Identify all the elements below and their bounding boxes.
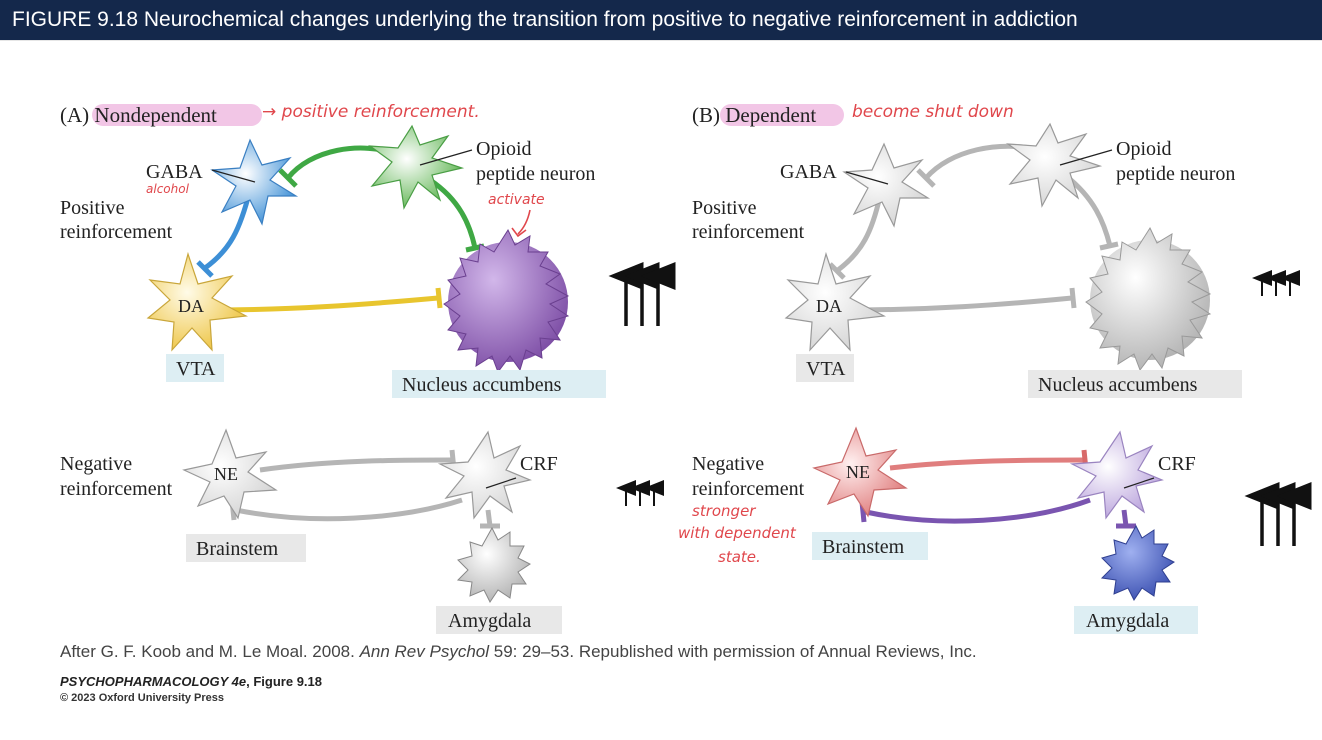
nacc-neuron (443, 228, 570, 374)
ne-label-b: NE (846, 462, 870, 482)
gaba-note: alcohol (146, 182, 190, 196)
amygdala-label-a: Amygdala (448, 610, 531, 632)
opioid-axon-nacc-b (1064, 174, 1113, 247)
amygdala-box-b (1074, 606, 1198, 634)
positive-arrows-b (1252, 270, 1300, 296)
vta-box (166, 354, 224, 382)
opioid-axon-nacc (428, 177, 478, 249)
activate-arrow (517, 209, 531, 235)
crf-leader-a (485, 477, 517, 489)
panel-b-note: become shut down (852, 102, 1014, 122)
opioid-label-b-1: Opioid (1116, 138, 1172, 160)
brainstem-box-b (812, 532, 928, 560)
amygdala-neuron-a (456, 526, 531, 603)
caption-prefix: After G. F. Koob and M. Le Moal. 2008. (60, 642, 360, 661)
vta-label-b: VTA (806, 358, 846, 380)
amygdala-box-a (436, 606, 562, 634)
positive-label-1: Positive (60, 197, 125, 219)
panel-a: (A) Nondependent → positive reinforcemen… (60, 102, 676, 634)
brainstem-box-a (186, 534, 306, 562)
da-neuron (146, 251, 249, 352)
opioid-label-2: peptide neuron (476, 163, 595, 185)
opioid-terminal-gaba (278, 168, 298, 188)
panel-a-note: → positive reinforcement. (262, 102, 480, 122)
figure-ref: , Figure 9.18 (246, 674, 323, 689)
crf-neuron-a (437, 430, 532, 520)
da-label: DA (178, 296, 204, 316)
negative-label-2: reinforcement (60, 478, 173, 500)
panel-b: (B) Dependent become shut down GABA Opio… (678, 102, 1312, 634)
book-title: PSYCHOPHARMACOLOGY 4e (60, 674, 247, 689)
label-highlight-b (720, 104, 844, 126)
crf-label-b: CRF (1158, 453, 1196, 475)
crf-leader-b (1123, 477, 1155, 489)
ne-neuron-b (812, 426, 908, 518)
crf-axon-a (235, 497, 463, 522)
negative-label-b-1: Negative (692, 453, 764, 475)
nacc-box (392, 370, 606, 398)
caption-journal: Ann Rev Psychol (359, 642, 490, 661)
gaba-leader (211, 169, 256, 183)
figure-title: FIGURE 9.18 Neurochemical changes underl… (0, 0, 1322, 40)
opioid-label-1: Opioid (476, 138, 532, 160)
opioid-leader (419, 149, 473, 166)
negative-note-b-2: with dependent (678, 524, 797, 542)
figure-caption: After G. F. Koob and M. Le Moal. 2008. A… (60, 642, 977, 662)
positive-arrows-a (608, 262, 676, 326)
da-axon (209, 295, 439, 313)
gaba-leader-b (845, 171, 889, 185)
positive-label-2: reinforcement (60, 221, 173, 243)
panel-a-label: (A) Nondependent (60, 103, 217, 127)
nacc-neuron-b (1085, 226, 1212, 372)
activate-note: activate (488, 192, 545, 208)
panel-b-label: (B) Dependent (692, 103, 816, 127)
gaba-label: GABA (146, 161, 203, 183)
crf-axon-b (865, 497, 1091, 524)
brainstem-label-b: Brainstem (822, 536, 905, 558)
opioid-leader-b (1059, 149, 1113, 166)
gaba-neuron-b (842, 142, 931, 228)
ne-label-a: NE (214, 464, 238, 484)
opioid-neuron (367, 124, 465, 210)
positive-label-b-2: reinforcement (692, 221, 805, 243)
opioid-label-b-2: peptide neuron (1116, 163, 1235, 185)
gaba-label-b: GABA (780, 161, 837, 183)
da-terminal (435, 287, 443, 309)
gaba-axon-b (836, 195, 883, 272)
ne-neuron-a (182, 428, 278, 520)
nacc-label-b: Nucleus accumbens (1038, 374, 1198, 396)
negative-note-b-3: state. (718, 548, 761, 566)
da-axon-b (847, 295, 1073, 313)
header-divider (0, 40, 1322, 41)
book-credit: PSYCHOPHARMACOLOGY 4e, Figure 9.18 (60, 674, 322, 689)
amygdala-neuron-b (1100, 524, 1175, 601)
da-label-b: DA (816, 296, 842, 316)
negative-arrows-b (1244, 482, 1312, 546)
gaba-terminal (196, 260, 214, 278)
ne-axon-a (259, 457, 453, 473)
crf-neuron-b (1069, 430, 1164, 520)
positive-label-b-1: Positive (692, 197, 757, 219)
negative-label-1: Negative (60, 453, 132, 475)
ne-axon-b (889, 457, 1085, 471)
opioid-neuron-b (1005, 122, 1103, 208)
vta-label: VTA (176, 358, 216, 380)
negative-label-b-2: reinforcement (692, 478, 805, 500)
amygdala-label-b: Amygdala (1086, 610, 1169, 632)
crf-label-a: CRF (520, 453, 558, 475)
caption-suffix: 59: 29–53. Republished with permission o… (489, 642, 977, 661)
brainstem-label-a: Brainstem (196, 538, 279, 560)
negative-arrows-a (616, 480, 664, 506)
negative-note-b-1: stronger (692, 502, 756, 520)
nacc-box-b (1028, 370, 1242, 398)
vta-box-b (796, 354, 854, 382)
nacc-label: Nucleus accumbens (402, 374, 562, 396)
copyright: © 2023 Oxford University Press (60, 692, 225, 704)
label-highlight (92, 104, 262, 126)
da-neuron-b (784, 251, 887, 352)
